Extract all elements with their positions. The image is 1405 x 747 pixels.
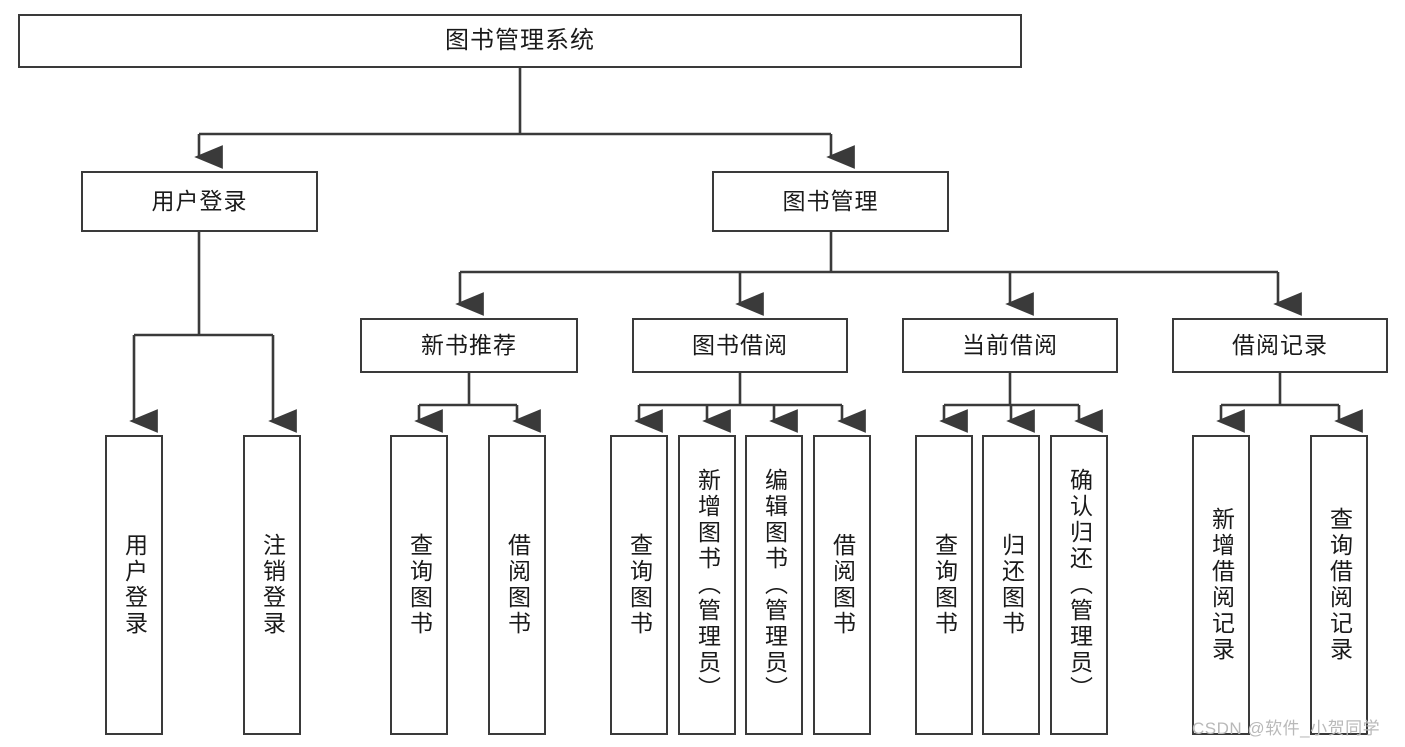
node-leaf-edit-book-label: 编辑图书（管理员）	[761, 468, 788, 702]
node-leaf-query-book-1-label: 查询图书	[406, 533, 433, 637]
node-current-borrow[interactable]: 当前借阅	[902, 318, 1118, 373]
node-leaf-add-record[interactable]: 新增借阅记录	[1192, 435, 1250, 735]
node-leaf-query-record[interactable]: 查询借阅记录	[1310, 435, 1368, 735]
node-new-book-recommend[interactable]: 新书推荐	[360, 318, 578, 373]
node-leaf-edit-book[interactable]: 编辑图书（管理员）	[745, 435, 803, 735]
node-root-label: 图书管理系统	[445, 26, 595, 54]
node-leaf-query-book-2-label: 查询图书	[626, 533, 653, 637]
node-leaf-return-book-label: 归还图书	[998, 533, 1025, 637]
node-root[interactable]: 图书管理系统	[18, 14, 1022, 68]
node-leaf-query-book-3-label: 查询图书	[931, 533, 958, 637]
node-leaf-user-login-label: 用户登录	[121, 533, 148, 637]
node-book-manage[interactable]: 图书管理	[712, 171, 949, 232]
node-new-book-recommend-label: 新书推荐	[421, 331, 517, 358]
csdn-watermark: CSDN @软件_小贺同学	[1192, 719, 1381, 738]
node-leaf-borrow-book-1-label: 借阅图书	[504, 533, 531, 637]
node-book-manage-label: 图书管理	[782, 187, 879, 214]
node-leaf-user-login[interactable]: 用户登录	[105, 435, 163, 735]
node-leaf-query-book-3[interactable]: 查询图书	[915, 435, 973, 735]
node-leaf-add-book-label: 新增图书（管理员）	[694, 468, 721, 702]
node-leaf-return-book[interactable]: 归还图书	[982, 435, 1040, 735]
node-leaf-query-book-2[interactable]: 查询图书	[610, 435, 668, 735]
node-leaf-add-book[interactable]: 新增图书（管理员）	[678, 435, 736, 735]
node-borrow-record-label: 借阅记录	[1232, 331, 1328, 358]
node-borrow-record[interactable]: 借阅记录	[1172, 318, 1388, 373]
node-leaf-confirm-return-label: 确认归还（管理员）	[1066, 468, 1093, 702]
node-user-login-label: 用户登录	[151, 187, 248, 214]
node-user-login[interactable]: 用户登录	[81, 171, 318, 232]
node-book-borrow-label: 图书借阅	[692, 331, 788, 358]
node-current-borrow-label: 当前借阅	[962, 331, 1058, 358]
node-leaf-user-logout[interactable]: 注销登录	[243, 435, 301, 735]
node-leaf-borrow-book-2-label: 借阅图书	[829, 533, 856, 637]
node-book-borrow[interactable]: 图书借阅	[632, 318, 848, 373]
node-leaf-confirm-return[interactable]: 确认归还（管理员）	[1050, 435, 1108, 735]
node-leaf-user-logout-label: 注销登录	[259, 533, 286, 637]
node-leaf-query-book-1[interactable]: 查询图书	[390, 435, 448, 735]
node-leaf-borrow-book-1[interactable]: 借阅图书	[488, 435, 546, 735]
node-leaf-add-record-label: 新增借阅记录	[1208, 507, 1235, 663]
node-leaf-query-record-label: 查询借阅记录	[1326, 507, 1353, 663]
node-leaf-borrow-book-2[interactable]: 借阅图书	[813, 435, 871, 735]
